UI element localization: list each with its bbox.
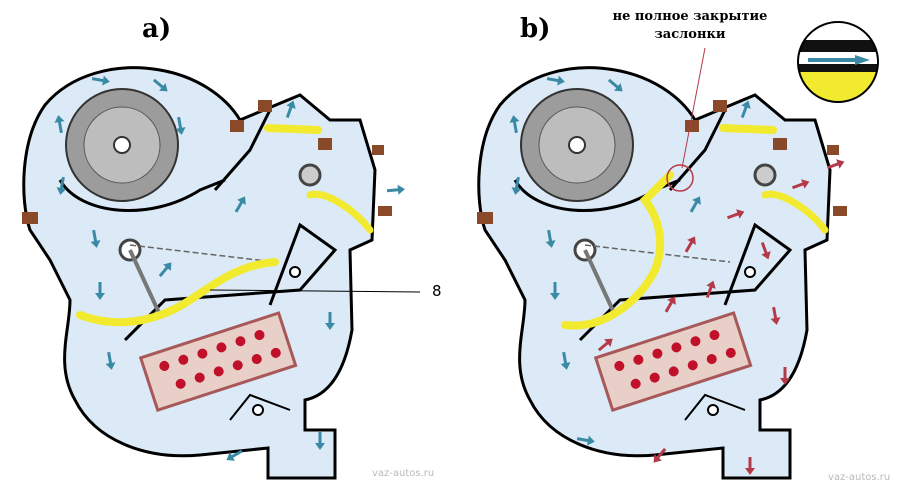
note-leader <box>681 47 706 169</box>
watermark-right: vaz-autos.ru <box>828 472 891 483</box>
panel-b-housing <box>477 68 847 478</box>
flap-note-line2: заслонки <box>654 27 726 42</box>
panel-a-label: a) <box>142 14 172 44</box>
magnifier-inset <box>797 21 879 103</box>
callout-leader <box>209 289 421 293</box>
panel-b-label: b) <box>520 14 551 44</box>
flap-note: не полное закрытие заслонки <box>610 8 770 44</box>
callout-number: 8 <box>432 282 442 300</box>
watermark-left: vaz-autos.ru <box>372 468 435 479</box>
flap-note-line1: не полное закрытие <box>612 9 768 24</box>
panel-a-housing <box>22 68 407 478</box>
